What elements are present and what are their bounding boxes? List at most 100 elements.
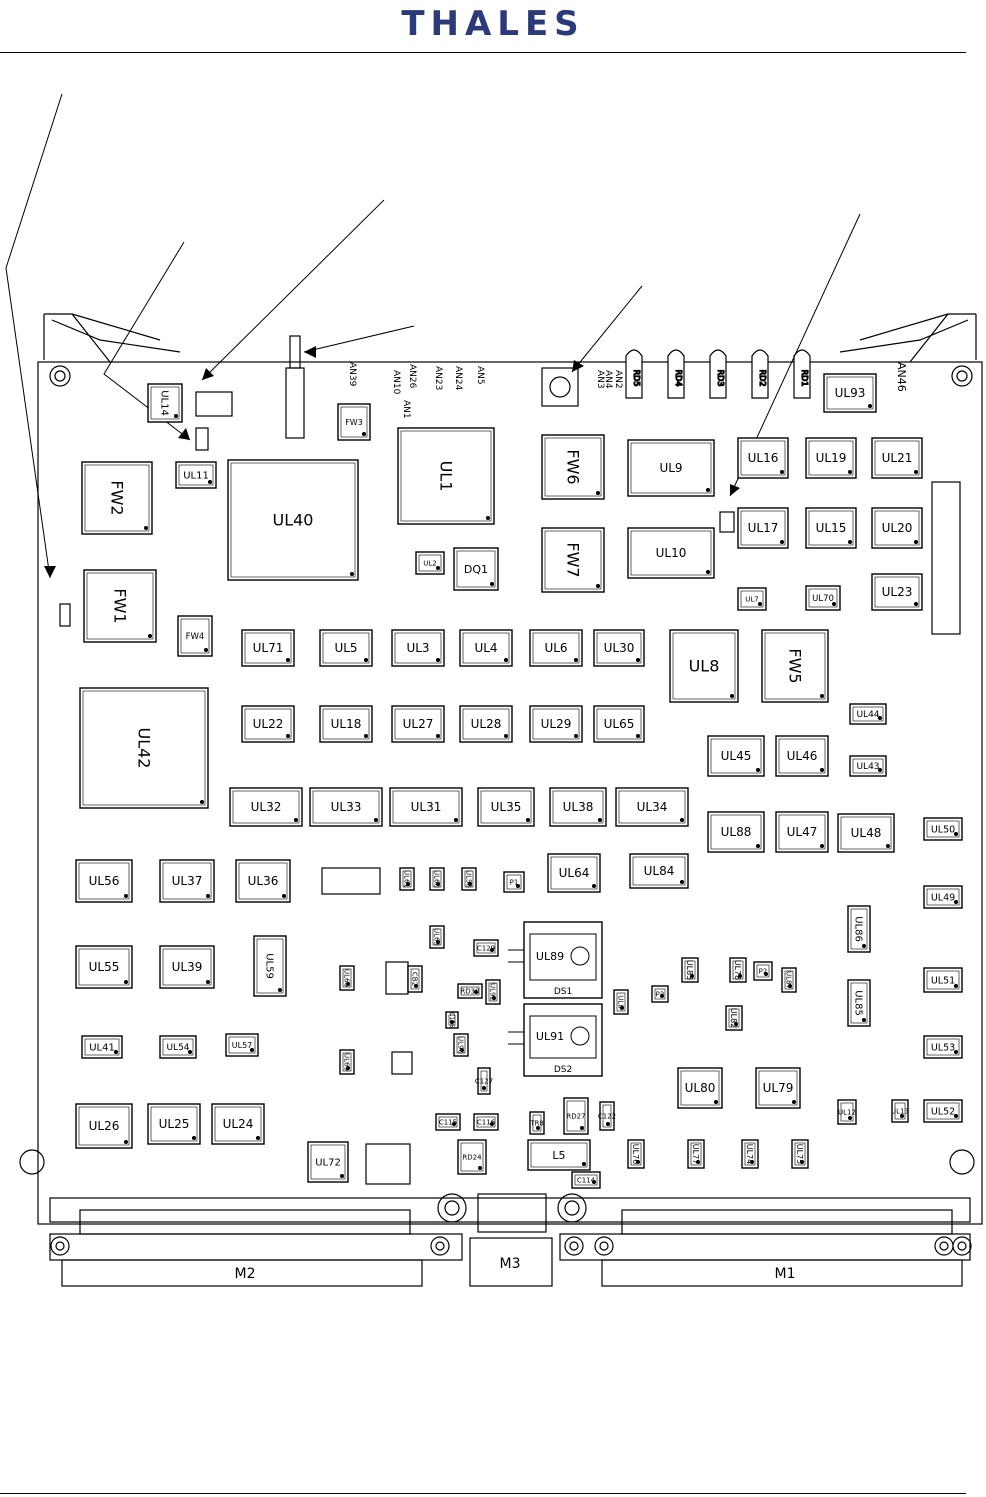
- mount-hole: [951, 365, 973, 387]
- component-ul16: UL16: [737, 437, 789, 479]
- svg-text:UL47: UL47: [787, 825, 818, 839]
- svg-text:C126: C126: [448, 1012, 455, 1028]
- svg-text:UL13: UL13: [891, 1107, 909, 1115]
- component-c116: C116: [473, 1113, 499, 1131]
- svg-text:TR8: TR8: [529, 1119, 544, 1127]
- component-ul52: UL52: [923, 1099, 963, 1123]
- svg-text:UL19: UL19: [816, 451, 847, 465]
- component-ul76: UL76: [627, 1139, 645, 1169]
- component-ul87: UL87: [781, 967, 797, 993]
- component-ul33: UL33: [309, 787, 383, 827]
- svg-text:UL93: UL93: [835, 386, 866, 400]
- svg-text:UL58: UL58: [465, 870, 473, 888]
- svg-text:UL20: UL20: [882, 521, 913, 535]
- connector-label-m1: M1: [775, 1266, 796, 1282]
- svg-text:UL39: UL39: [172, 960, 203, 974]
- svg-text:C129: C129: [477, 944, 495, 952]
- svg-text:UL91: UL91: [536, 1030, 564, 1043]
- ejector-right: [839, 313, 977, 363]
- svg-text:UL10: UL10: [656, 546, 687, 560]
- svg-text:UL87: UL87: [785, 971, 793, 989]
- component-ul46: UL46: [775, 735, 829, 777]
- component-ul69: UL69: [339, 1049, 355, 1075]
- component-ul13: UL13: [891, 1099, 909, 1123]
- test-point-an23: AN23: [433, 366, 443, 390]
- svg-text:UL21: UL21: [882, 451, 913, 465]
- component-ul15: UL15: [805, 507, 857, 549]
- svg-text:UL6: UL6: [544, 641, 567, 655]
- led-rd3: RD3: [709, 349, 727, 399]
- svg-text:UL89: UL89: [536, 950, 564, 963]
- component-c115: C115: [435, 1113, 461, 1131]
- svg-text:UL40: UL40: [273, 511, 314, 530]
- component-ul23: UL23: [871, 573, 923, 611]
- component-c122: C122: [598, 1101, 616, 1131]
- component-ul30: UL30: [593, 629, 645, 667]
- svg-text:FW1: FW1: [110, 588, 129, 623]
- component-p1: P1: [503, 871, 525, 893]
- svg-text:UL35: UL35: [491, 800, 522, 814]
- component-fw2: FW2: [81, 461, 153, 535]
- potentiometer: [541, 367, 579, 407]
- led-rd2: RD2: [751, 349, 769, 399]
- test-point-an46: AN46: [895, 362, 908, 392]
- svg-text:RD4: RD4: [674, 370, 683, 387]
- svg-text:UL83: UL83: [685, 960, 694, 981]
- component-ul42: UL42: [79, 687, 209, 809]
- test-point-an5: AN5: [475, 366, 485, 385]
- svg-text:UL49: UL49: [931, 892, 955, 903]
- component-ul83: UL83: [681, 957, 699, 983]
- component-ul49: UL49: [923, 885, 963, 909]
- component-cb2: CB2: [407, 965, 423, 993]
- svg-text:UL82: UL82: [729, 1008, 738, 1029]
- component-ul22: UL22: [241, 705, 295, 743]
- svg-text:UL24: UL24: [223, 1117, 254, 1131]
- component-ul14: UL14: [147, 383, 183, 423]
- test-point-an4: AN4: [603, 370, 613, 389]
- mount-hole: [49, 365, 71, 387]
- component-ul8: UL8: [669, 629, 739, 703]
- svg-text:UL42: UL42: [134, 728, 153, 769]
- svg-text:UL72: UL72: [315, 1158, 341, 1169]
- svg-text:RD30: RD30: [460, 987, 479, 995]
- component-ul80: UL80: [677, 1067, 723, 1109]
- svg-text:UL77: UL77: [691, 1144, 700, 1165]
- component-ul27: UL27: [391, 705, 445, 743]
- component-ul36: UL36: [235, 859, 291, 903]
- component-ul37: UL37: [159, 859, 215, 903]
- svg-text:UL41: UL41: [89, 1043, 115, 1054]
- component-ul51: UL51: [923, 967, 963, 993]
- component-ul79: UL79: [755, 1067, 801, 1109]
- svg-text:UL71: UL71: [253, 641, 284, 655]
- svg-text:UL52: UL52: [931, 1106, 955, 1117]
- component-ul93: UL93: [823, 373, 877, 413]
- svg-text:L5: L5: [552, 1149, 565, 1162]
- svg-text:UL29: UL29: [541, 717, 572, 731]
- svg-text:UL5: UL5: [334, 641, 357, 655]
- test-point-an3: AN3: [595, 370, 605, 389]
- svg-text:UL78: UL78: [733, 960, 742, 981]
- svg-text:UL23: UL23: [882, 585, 913, 599]
- component-ul57: UL57: [225, 1033, 259, 1057]
- connector-label-m2: M2: [235, 1266, 256, 1282]
- led-rd1: RD1: [793, 349, 811, 399]
- svg-text:UL8: UL8: [689, 657, 720, 676]
- svg-text:UL8: UL8: [617, 995, 625, 1008]
- thales-logo: THALES: [401, 4, 585, 44]
- connector-M3: [469, 1237, 553, 1287]
- svg-text:UL17: UL17: [748, 521, 779, 535]
- component-ul60: UL60: [429, 867, 445, 891]
- component-fw5: FW5: [761, 629, 829, 703]
- svg-text:UL12: UL12: [838, 1108, 856, 1116]
- component-ul9: UL9: [627, 439, 715, 497]
- svg-text:UL65: UL65: [604, 717, 635, 731]
- svg-text:UL64: UL64: [559, 866, 590, 880]
- svg-text:UL54: UL54: [166, 1043, 189, 1053]
- svg-text:UL59: UL59: [264, 953, 275, 979]
- svg-text:UL76: UL76: [631, 1144, 640, 1165]
- test-point-an1: AN1: [401, 400, 411, 419]
- component-ul85: UL85: [847, 979, 871, 1027]
- svg-text:UL14: UL14: [159, 390, 170, 416]
